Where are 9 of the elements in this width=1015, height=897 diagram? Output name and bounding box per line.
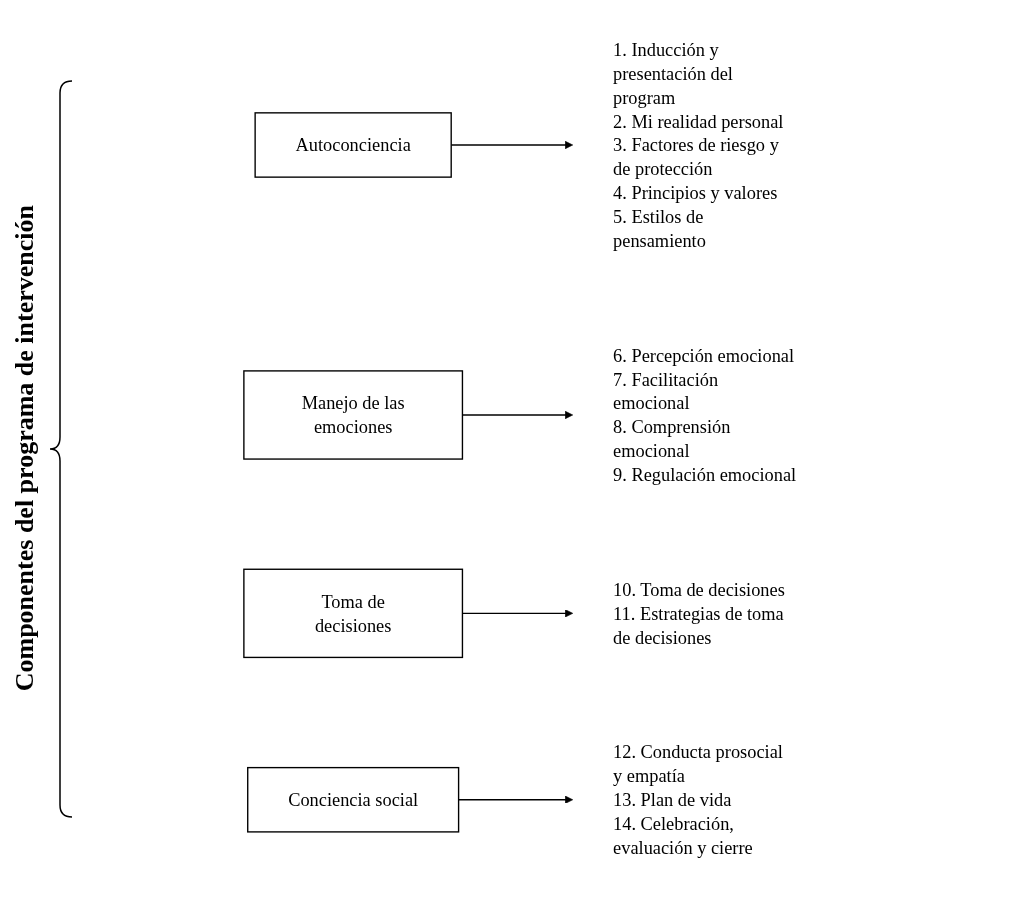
node-text: 6. Percepción emocional 7. Facilitación emocional 8. Comprensión emocional 9. Regulación emocional (613, 345, 797, 485)
node-box: Conciencia social (247, 766, 460, 833)
diagram-title: Componentes del programa de intervención (10, 205, 40, 692)
node-box: Toma de decisiones (243, 568, 464, 659)
node-text: 10. Toma de decisiones 11. Estrategias de toma de decisiones (613, 579, 785, 648)
node-text: 1. Inducción y presentación del program 2. Mi realidad personal 3. Factores de riesgo y de protección 4. Principios y valores 5. Estilos de pensamiento (613, 39, 784, 251)
node-text: 12. Conducta prosocial y empatía 13. Plan de vida 14. Celebración, evaluación y cierre (613, 741, 783, 858)
node-box: Autoconciencia (254, 112, 452, 178)
node-box: Manejo de las emociones (243, 370, 464, 460)
